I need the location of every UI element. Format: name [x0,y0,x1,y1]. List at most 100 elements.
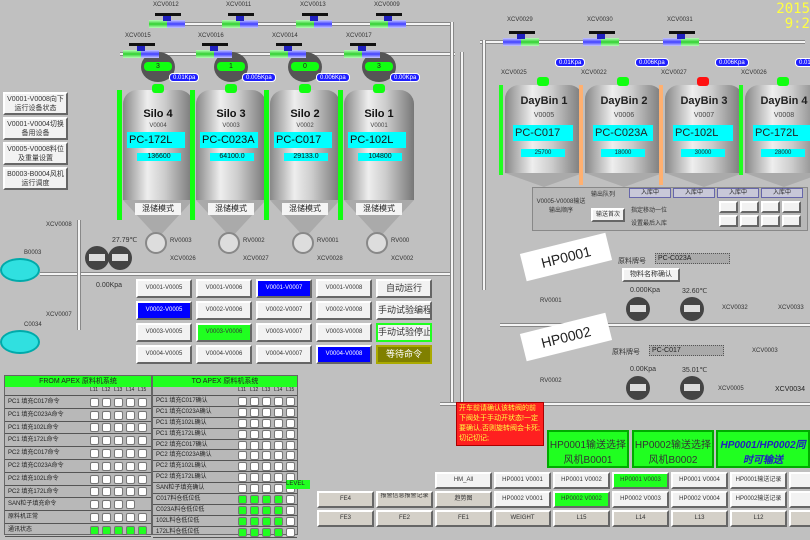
status-checkbox[interactable] [126,474,135,484]
status-checkbox[interactable] [90,525,99,535]
status-checkbox[interactable] [250,407,259,417]
status-checkbox[interactable] [126,487,135,497]
move-arrow-button[interactable] [740,201,759,213]
status-checkbox[interactable] [138,397,147,407]
nav-button[interactable]: HP00 [789,472,810,489]
nav-button[interactable]: L15 [553,510,610,527]
status-checkbox[interactable] [286,418,295,428]
status-checkbox[interactable] [126,423,135,433]
route-button[interactable]: V0003-V0006 [196,323,252,342]
nav-button[interactable] [789,510,810,527]
status-checkbox[interactable] [262,462,271,472]
blower-b0003[interactable] [0,258,40,282]
status-checkbox[interactable] [238,451,247,461]
status-checkbox[interactable] [126,449,135,459]
status-checkbox[interactable] [250,451,259,461]
status-checkbox[interactable] [250,462,259,472]
status-checkbox[interactable] [274,418,283,428]
status-checkbox[interactable] [286,462,295,472]
route-button[interactable]: V0001-V0005 [136,279,192,298]
route-button[interactable]: V0004-V0008 [316,345,372,364]
status-checkbox[interactable] [274,505,283,515]
status-checkbox[interactable] [286,396,295,406]
top-valve[interactable] [583,31,619,46]
route-button[interactable]: V0001-V0008 [316,279,372,298]
nav-button[interactable]: HP0002 V0001 [494,491,551,508]
status-checkbox[interactable] [250,527,259,537]
status-checkbox[interactable] [90,397,99,407]
route-button[interactable]: V0001-V0006 [196,279,252,298]
route-button[interactable]: V0003-V0008 [316,323,372,342]
left-panel-button[interactable]: B0003-B0004风机运行调度 [3,167,68,190]
status-checkbox[interactable] [274,451,283,461]
status-checkbox[interactable] [262,440,271,450]
status-checkbox[interactable] [90,449,99,459]
top-valve[interactable] [222,13,258,28]
status-checkbox[interactable] [238,440,247,450]
top-valve[interactable] [296,13,332,28]
status-checkbox[interactable] [114,449,123,459]
status-checkbox[interactable] [114,513,123,523]
end-arrow-button[interactable] [782,215,801,227]
nav-button[interactable]: WEIGHT [494,510,551,527]
status-checkbox[interactable] [238,484,247,494]
status-checkbox[interactable] [286,505,295,515]
status-checkbox[interactable] [138,513,147,523]
nav-button[interactable]: HP0001 V0004 [671,472,728,489]
status-checkbox[interactable] [262,396,271,406]
status-checkbox[interactable] [250,484,259,494]
status-checkbox[interactable] [90,513,99,523]
nav-button[interactable]: HP00 [789,491,810,508]
status-checkbox[interactable] [102,525,111,535]
route-button[interactable]: V0002-V0006 [196,301,252,320]
top-valve[interactable] [149,13,185,28]
status-checkbox[interactable] [250,505,259,515]
blower-c0034[interactable] [0,330,40,354]
status-checkbox[interactable] [126,397,135,407]
status-checkbox[interactable] [238,407,247,417]
status-checkbox[interactable] [286,516,295,526]
status-checkbox[interactable] [90,410,99,420]
status-checkbox[interactable] [250,429,259,439]
status-checkbox[interactable] [126,525,135,535]
rotary-valve-icon[interactable] [292,232,314,254]
status-checkbox[interactable] [274,527,283,537]
status-checkbox[interactable] [250,396,259,406]
status-checkbox[interactable] [114,436,123,446]
route-button[interactable]: V0003-V0007 [256,323,312,342]
status-checkbox[interactable] [286,407,295,417]
status-checkbox[interactable] [250,516,259,526]
move-arrow-button[interactable] [782,201,801,213]
route-button[interactable]: V0001-V0007 [256,279,312,298]
status-checkbox[interactable] [114,474,123,484]
branch-valve[interactable] [123,43,159,58]
status-checkbox[interactable] [126,410,135,420]
status-checkbox[interactable] [138,410,147,420]
top-valve[interactable] [370,13,406,28]
status-checkbox[interactable] [102,423,111,433]
top-valve[interactable] [503,31,539,46]
route-button[interactable]: V0004-V0006 [196,345,252,364]
status-checkbox[interactable] [102,397,111,407]
status-checkbox[interactable] [126,436,135,446]
status-checkbox[interactable] [274,429,283,439]
status-checkbox[interactable] [90,474,99,484]
status-checkbox[interactable] [262,494,271,504]
status-checkbox[interactable] [126,461,135,471]
status-checkbox[interactable] [114,423,123,433]
status-checkbox[interactable] [274,396,283,406]
status-checkbox[interactable] [138,487,147,497]
status-checkbox[interactable] [262,407,271,417]
status-checkbox[interactable] [274,473,283,483]
status-checkbox[interactable] [238,429,247,439]
hp-simultaneous-button[interactable]: HP0001/HP0002同时可输送 [716,430,810,468]
status-checkbox[interactable] [102,461,111,471]
rotary-valve-icon[interactable] [366,232,388,254]
status-checkbox[interactable] [238,494,247,504]
status-checkbox[interactable] [114,500,123,510]
status-checkbox[interactable] [102,474,111,484]
status-checkbox[interactable] [102,436,111,446]
move-arrow-button[interactable] [719,201,738,213]
branch-valve[interactable] [270,43,306,58]
nav-button[interactable]: HP0001 V0003 [612,472,669,489]
